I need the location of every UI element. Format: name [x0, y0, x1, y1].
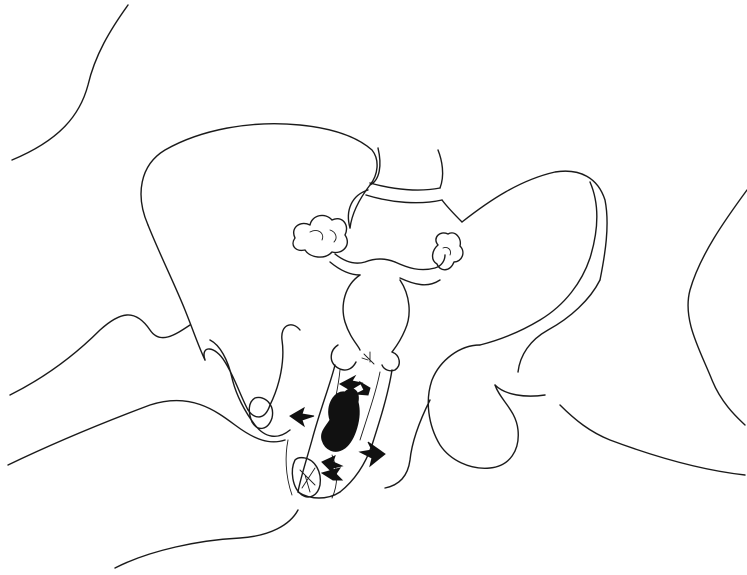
sacrum-right-edge [442, 200, 462, 222]
cervical-os [362, 352, 374, 364]
buttock-contour-bottom [115, 510, 298, 568]
right-femur-neck [495, 385, 545, 396]
mass-lesion [322, 389, 360, 451]
right-ovary-detail [443, 247, 451, 255]
thigh-contour-left-upper [10, 315, 190, 395]
right-iliac-inner [480, 182, 597, 345]
cervix-outline-right [382, 352, 399, 371]
thigh-contour-right [560, 405, 745, 475]
right-tube-lower [400, 278, 440, 285]
body-contour-right [688, 190, 747, 425]
right-femoral-head [428, 345, 518, 468]
vertebra-right-edge [438, 150, 443, 188]
left-fallopian-tube [335, 254, 395, 263]
left-ovary [293, 215, 347, 257]
urethral-orifice [292, 458, 320, 497]
left-ovary-detail [310, 230, 336, 242]
right-fallopian-tube [395, 255, 445, 270]
right-pubis [385, 400, 430, 488]
vertebra-disc-lower [366, 195, 442, 203]
back-contour-left [12, 5, 128, 160]
thigh-contour-left-lower [8, 401, 285, 465]
vertebra-disc-upper [370, 183, 440, 190]
left-femoral-head [249, 397, 272, 428]
left-iliac-crest [141, 124, 377, 228]
left-pubis [270, 325, 300, 405]
uterus-adnexa [293, 215, 463, 370]
left-iliac-wing-inner [148, 225, 205, 360]
arrow-bottom [322, 468, 342, 480]
uterine-body [343, 275, 409, 352]
right-ovary [433, 233, 463, 270]
pelvic-bones [141, 124, 607, 488]
left-ischium [210, 340, 290, 436]
labia-left [286, 440, 292, 495]
arrow-upper-left [340, 376, 362, 393]
arrow-left [290, 408, 314, 426]
left-acetabulum [204, 349, 270, 417]
right-iliac-crest [462, 171, 607, 280]
body-contours [8, 5, 747, 568]
left-tube-lower [330, 262, 360, 275]
